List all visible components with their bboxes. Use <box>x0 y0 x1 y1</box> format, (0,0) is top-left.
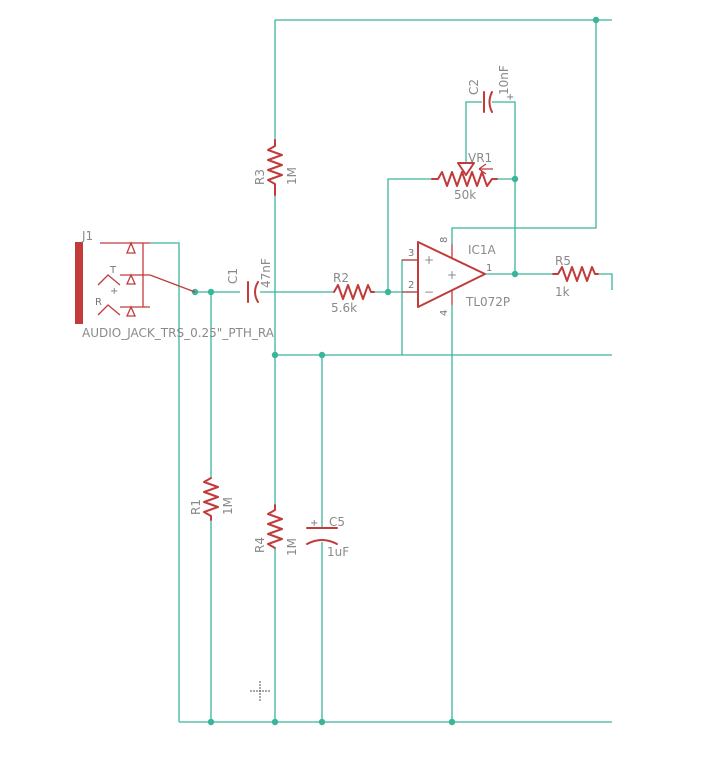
c5-plus-mark: + <box>310 518 318 529</box>
c1-plate-right <box>254 281 259 303</box>
wire-bias-to-pin3 <box>401 259 418 355</box>
wire-fb-right <box>497 178 516 274</box>
c2-plus-mark: + <box>506 92 514 103</box>
junction-dot <box>271 718 279 726</box>
junction-dot <box>592 16 600 24</box>
junction-dot <box>207 718 215 726</box>
opamp-pin-4: 4 <box>439 310 450 316</box>
r3-value: 1M <box>285 167 299 185</box>
c5-plate-bottom <box>306 539 338 545</box>
jack-pin-label-ring: R <box>95 297 102 308</box>
jack-body <box>75 242 83 324</box>
resistor-r2[interactable]: R2 5.6k <box>331 271 375 315</box>
junction-dot <box>384 288 392 296</box>
resistor-r3[interactable]: R3 1M <box>253 139 299 196</box>
wires <box>150 19 613 723</box>
r5-ref: R5 <box>555 254 571 268</box>
wire-c2-right <box>492 101 516 179</box>
r3-zigzag <box>267 139 283 196</box>
junction-dot <box>511 270 519 278</box>
capacitor-c5[interactable]: + C5 1uF <box>306 515 349 559</box>
r1-zigzag <box>203 477 219 521</box>
r3-ref: R3 <box>253 169 267 185</box>
ic1a-value: TL072P <box>465 295 510 309</box>
opamp-pin-1: 1 <box>486 263 492 274</box>
vr1-value: 50k <box>454 188 476 202</box>
junction-dot <box>318 718 326 726</box>
ic1a-ref: IC1A <box>468 243 497 257</box>
vr1-direction-arrow <box>478 163 493 175</box>
opamp-plus-sign: + <box>424 253 434 267</box>
r5-value: 1k <box>555 285 570 299</box>
wire-r5-out <box>598 273 613 290</box>
junctions <box>191 16 600 726</box>
r4-zigzag <box>267 504 283 549</box>
c5-ref: C5 <box>329 515 345 529</box>
resistor-r1[interactable]: R1 1M <box>189 477 235 521</box>
c5-value: 1uF <box>327 545 349 559</box>
j1-value: AUDIO_JACK_TRS_0.25"_PTH_RA <box>82 326 275 340</box>
r1-value: 1M <box>221 497 235 515</box>
opamp-pin-lines <box>402 244 453 305</box>
j1-ref: J1 <box>81 229 93 243</box>
opamp-ic1a[interactable]: + − + 3 2 1 8 4 IC1A TL072P <box>402 237 510 316</box>
opamp-pin-8: 8 <box>439 237 450 243</box>
jack-pin-label-tip: T <box>109 265 117 276</box>
jack-tip-contact <box>97 273 196 293</box>
r2-value: 5.6k <box>331 301 357 315</box>
resistor-r5[interactable]: R5 1k <box>552 254 599 299</box>
c2-ref: C2 <box>467 79 481 95</box>
opamp-minus-sign: − <box>424 285 434 299</box>
wire-top-rail-drop <box>451 20 597 244</box>
opamp-pin-2: 2 <box>408 280 414 291</box>
opamp-vplus-sign: + <box>447 268 457 282</box>
potentiometer-vr1[interactable]: VR1 50k <box>431 151 498 202</box>
r5-zigzag <box>552 266 599 282</box>
jack-j1[interactable]: T R + J1 AUDIO_JACK_TRS_0.25"_PTH_RA <box>75 229 275 340</box>
junction-dot <box>271 351 279 359</box>
r2-zigzag <box>333 284 375 300</box>
c2-plate-right <box>488 91 493 113</box>
c1-value: 47nF <box>259 258 273 288</box>
wire-jack-sleeve <box>150 242 180 722</box>
resistor-r4[interactable]: R4 1M <box>253 504 299 556</box>
junction-dot <box>448 718 456 726</box>
wire-mid-rail <box>274 292 612 356</box>
c1-ref: C1 <box>226 268 240 284</box>
vr1-wiper-arrow <box>457 162 475 176</box>
junction-dot <box>207 288 215 296</box>
r4-value: 1M <box>285 538 299 556</box>
capacitor-c2[interactable]: C2 10nF + <box>467 65 514 113</box>
wire-fb-left <box>387 178 432 292</box>
r4-ref: R4 <box>253 537 267 553</box>
capacitor-c1[interactable]: C1 47nF <box>226 258 273 303</box>
jack-sleeve-contact <box>100 241 150 254</box>
r1-ref: R1 <box>189 499 203 515</box>
crosshair-cursor-icon <box>250 681 270 701</box>
c2-value: 10nF <box>497 65 511 95</box>
jack-plus-mark: + <box>110 286 118 297</box>
vr1-zigzag <box>431 171 498 187</box>
junction-dot <box>318 351 326 359</box>
opamp-pin-3: 3 <box>408 248 414 259</box>
wire-c2-left <box>465 101 482 164</box>
r2-ref: R2 <box>333 271 349 285</box>
junction-dot <box>511 175 519 183</box>
jack-ring-contact <box>97 304 150 317</box>
vr1-ref: VR1 <box>468 151 492 165</box>
